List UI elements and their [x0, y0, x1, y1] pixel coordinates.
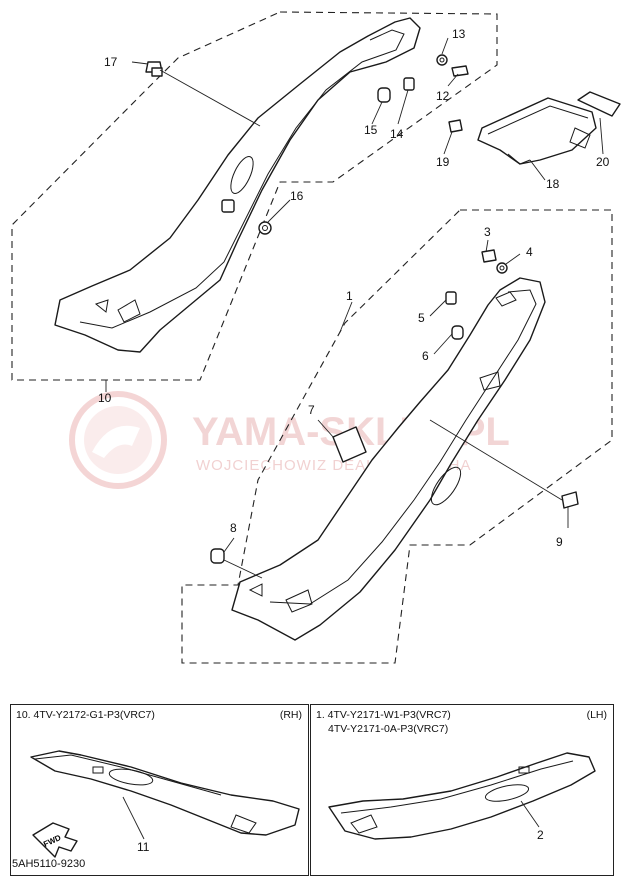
callout-15: 15 [364, 123, 378, 137]
callout-6: 6 [422, 349, 429, 363]
callout-5: 5 [418, 311, 425, 325]
callout-8: 8 [230, 521, 237, 535]
callout-18: 18 [546, 177, 560, 191]
variant-rh-drawing: 11 FWD [30, 750, 300, 858]
fwd-arrow-icon: FWD [32, 822, 78, 858]
callout-14: 14 [390, 127, 404, 141]
callout-17: 17 [104, 55, 118, 69]
group-outline-lh [181, 209, 613, 664]
hardware-top [145, 54, 469, 235]
callout-12: 12 [436, 89, 450, 103]
callout-11: 11 [137, 840, 150, 854]
drawing-code: 5AH5110-9230 [12, 858, 86, 870]
part-1-side-cover-lh [231, 277, 546, 641]
leader-lines [105, 37, 604, 579]
variant-rh-part-number: 10. 4TV-Y2172-G1-P3(VRC7) [16, 709, 155, 721]
callout-1: 1 [346, 289, 353, 303]
callout-numbers: 17 13 12 15 14 19 18 20 16 10 1 3 4 5 6 … [98, 27, 610, 549]
variant-lh-part-number-1: 1. 4TV-Y2171-W1-P3(VRC7) [316, 709, 451, 721]
variant-rh-side: (RH) [279, 709, 302, 721]
variant-panel-lh: 1. 4TV-Y2171-W1-P3(VRC7) 4TV-Y2171-0A-P3… [310, 704, 614, 876]
variant-lh-side: (LH) [586, 709, 607, 721]
callout-19: 19 [436, 155, 450, 169]
hardware-middle [210, 249, 579, 564]
variant-lh-part-number-2: 4TV-Y2171-0A-P3(VRC7) [328, 723, 449, 735]
variant-lh-drawing: 2 [328, 752, 596, 842]
callout-7: 7 [308, 403, 315, 417]
part-10-side-cover-rh [54, 17, 421, 353]
callout-16: 16 [290, 189, 304, 203]
callout-3: 3 [484, 225, 491, 239]
part-18-cover [477, 97, 597, 165]
callout-20: 20 [596, 155, 610, 169]
part-20-label [577, 91, 621, 117]
group-outline-rh [11, 11, 498, 381]
callout-4: 4 [526, 245, 533, 259]
callout-9: 9 [556, 535, 563, 549]
watermark-logo-icon [69, 391, 167, 489]
variant-panel-rh: 10. 4TV-Y2172-G1-P3(VRC7) (RH) 11 FWD [10, 704, 309, 876]
callout-10: 10 [98, 391, 112, 405]
callout-13: 13 [452, 27, 466, 41]
callout-2: 2 [537, 828, 544, 842]
